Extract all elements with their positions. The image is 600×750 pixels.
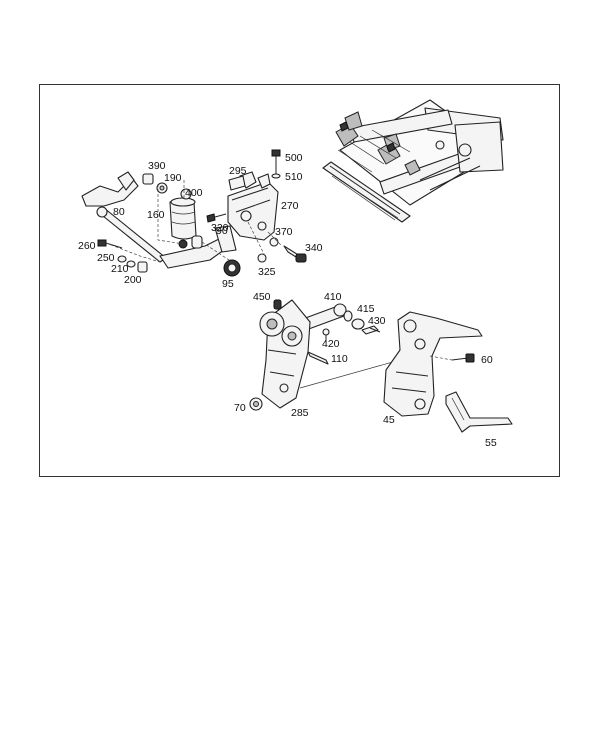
label-400: 400 [185,187,203,199]
label-260: 260 [78,240,96,252]
bracket-45-55 [383,311,513,433]
label-110: 110 [331,353,348,365]
label-340: 340 [305,242,323,254]
label-295: 295 [229,165,247,177]
label-430: 430 [368,315,386,327]
label-415: 415 [357,303,375,315]
label-450: 450 [253,291,271,303]
label-210: 210 [111,263,129,275]
label-70: 70 [234,402,246,414]
bracket-285 [249,299,401,411]
label-410: 410 [324,291,342,303]
label-95: 95 [222,278,234,290]
label-325: 325 [258,266,276,278]
part-number-labels: 390 190 400 80 160 90 260 250 210 200 95… [78,152,497,449]
label-190: 190 [164,172,182,184]
chassis-frame-overview [322,99,504,223]
label-320: 320 [211,222,229,234]
label-90: 90 [216,225,228,237]
label-45: 45 [383,414,395,426]
label-500: 500 [285,152,303,164]
label-390: 390 [148,160,166,172]
label-160: 160 [147,209,165,221]
label-370: 370 [275,226,293,238]
label-60: 60 [481,354,493,366]
bracket-group [206,149,307,263]
label-200: 200 [124,274,142,286]
label-80: 80 [113,206,125,218]
label-270: 270 [281,200,299,212]
label-55: 55 [485,437,497,449]
label-250: 250 [97,252,115,264]
label-285: 285 [291,407,309,419]
label-510: 510 [285,171,303,183]
stabilizer-group [81,171,241,277]
label-420: 420 [322,338,340,350]
